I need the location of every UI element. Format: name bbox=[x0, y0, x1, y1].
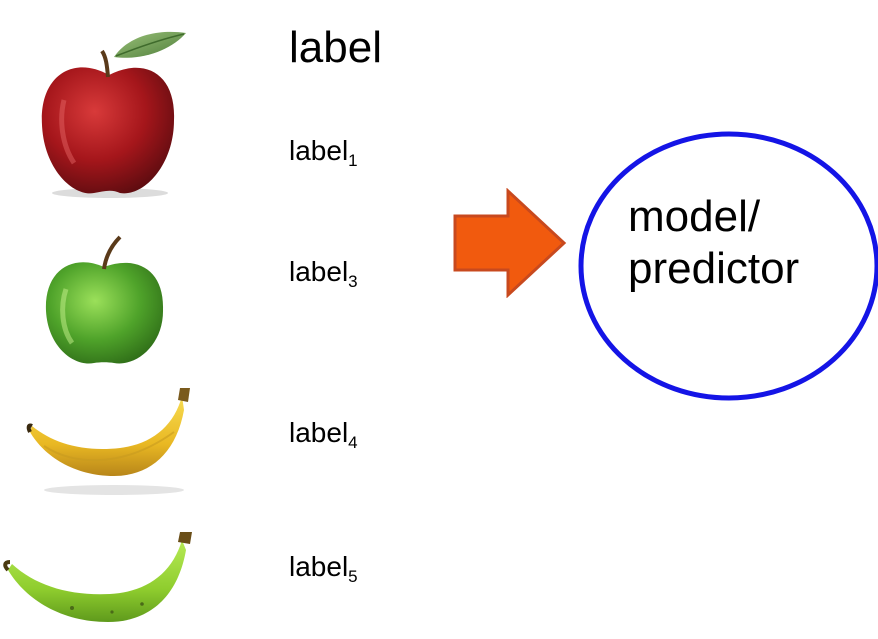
model-label-line1: model/ bbox=[628, 192, 761, 241]
row-subscript-5: 5 bbox=[348, 567, 358, 586]
row-subscript-4: 4 bbox=[348, 433, 358, 452]
arrow-shape bbox=[453, 188, 567, 298]
green-apple-icon bbox=[45, 235, 164, 364]
model-circle bbox=[578, 131, 878, 401]
row-label-5: label5 bbox=[289, 551, 358, 586]
column-header-label: label bbox=[289, 23, 382, 72]
row-label-1: label1 bbox=[289, 135, 358, 170]
row-label-3: label3 bbox=[289, 256, 358, 291]
green-banana-icon bbox=[3, 532, 192, 622]
row-subscript-1: 1 bbox=[348, 151, 358, 170]
row-label-4: label4 bbox=[289, 417, 358, 452]
model-predictor-label: model/ predictor bbox=[628, 191, 799, 295]
right-arrow-icon bbox=[453, 188, 567, 298]
model-label-line2: predictor bbox=[628, 244, 800, 293]
row-subscript-3: 3 bbox=[348, 272, 358, 291]
red-apple-icon bbox=[41, 31, 186, 198]
yellow-banana-icon bbox=[26, 388, 190, 495]
